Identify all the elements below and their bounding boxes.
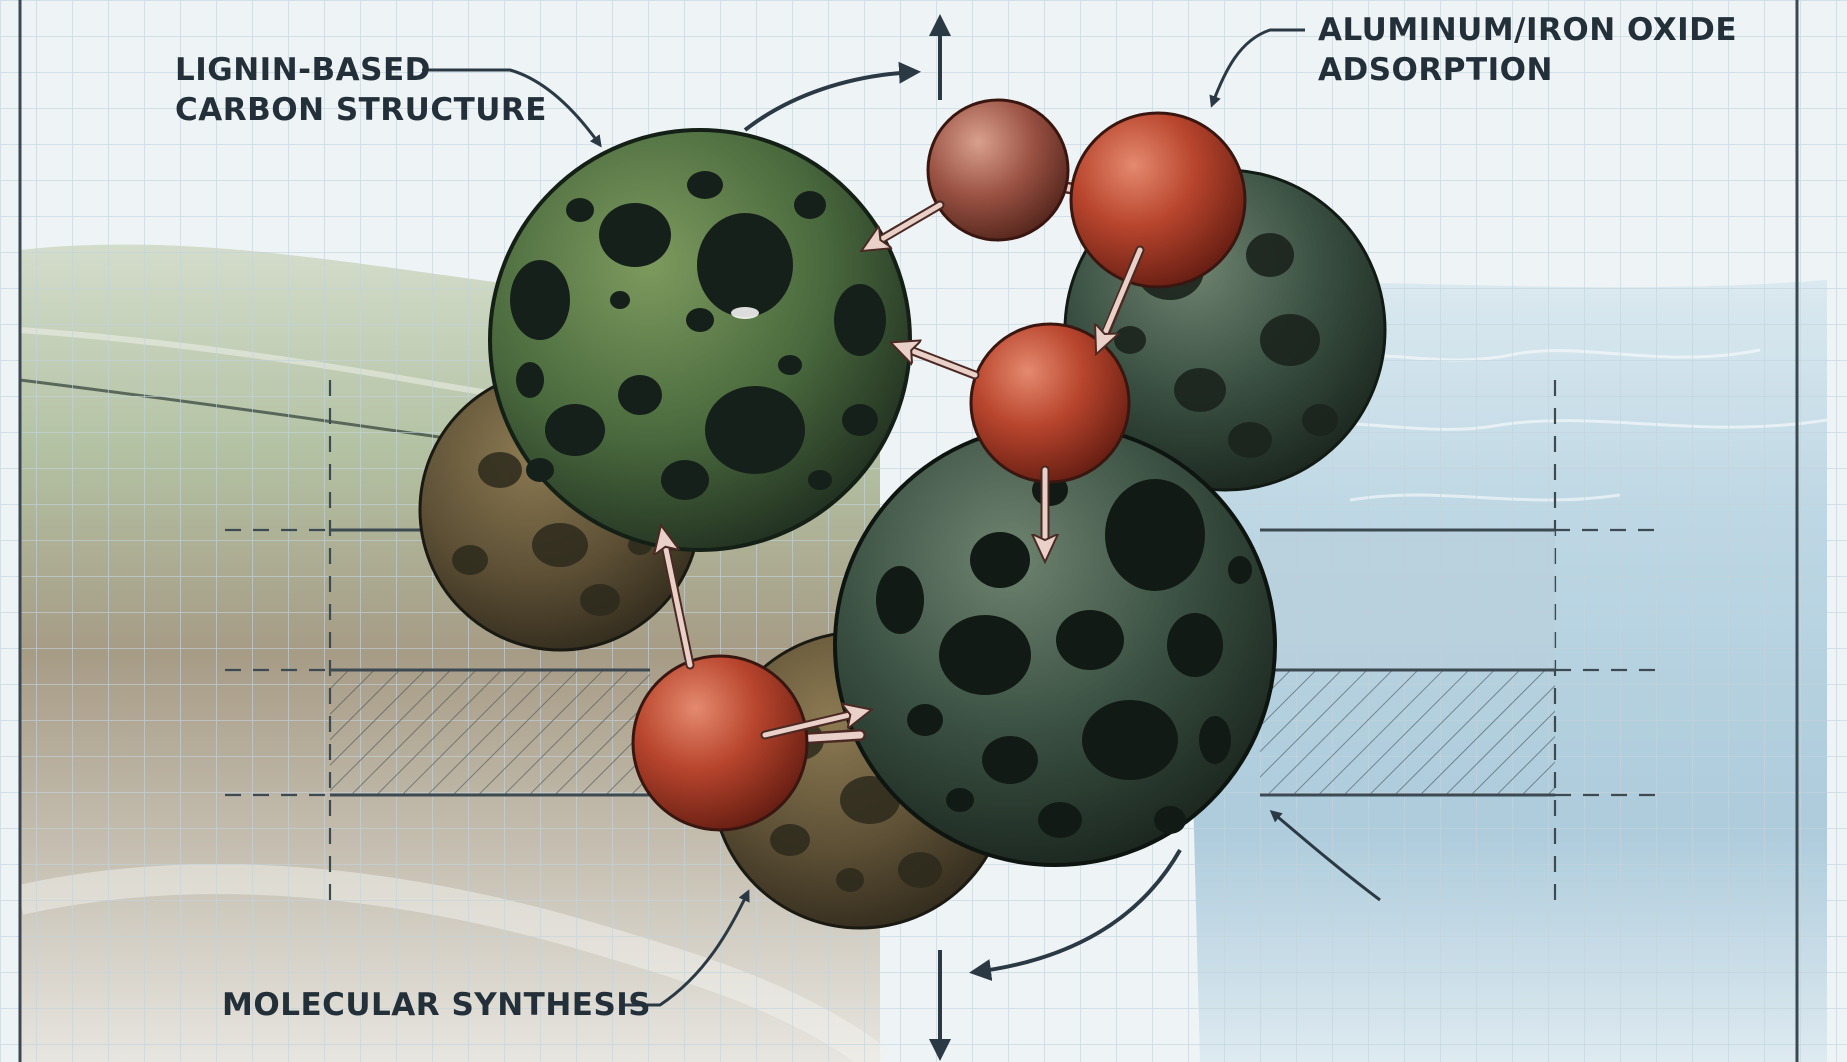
porous-carbon-sphere-large bbox=[835, 425, 1275, 865]
oxide-particle-bottom bbox=[633, 656, 807, 830]
callout-lignin-line1: LIGNIN-BASED bbox=[175, 50, 547, 90]
callout-oxide-line2: ADSORPTION bbox=[1318, 50, 1737, 90]
callout-synthesis: MOLECULAR SYNTHESIS bbox=[222, 985, 651, 1025]
callout-oxide: ALUMINUM/IRON OXIDE ADSORPTION bbox=[1318, 10, 1737, 90]
oxide-particle-middle bbox=[971, 324, 1129, 482]
callout-synthesis-line1: MOLECULAR SYNTHESIS bbox=[222, 985, 651, 1025]
callout-lignin: LIGNIN-BASED CARBON STRUCTURE bbox=[175, 50, 547, 130]
callout-lignin-line2: CARBON STRUCTURE bbox=[175, 90, 547, 130]
oxide-particle-top-small bbox=[928, 100, 1068, 240]
cross-section-right bbox=[1260, 530, 1555, 795]
callout-oxide-line1: ALUMINUM/IRON OXIDE bbox=[1318, 10, 1737, 50]
porous-carbon-sphere-main bbox=[490, 130, 910, 550]
oxide-particle-top-large bbox=[1071, 113, 1245, 287]
